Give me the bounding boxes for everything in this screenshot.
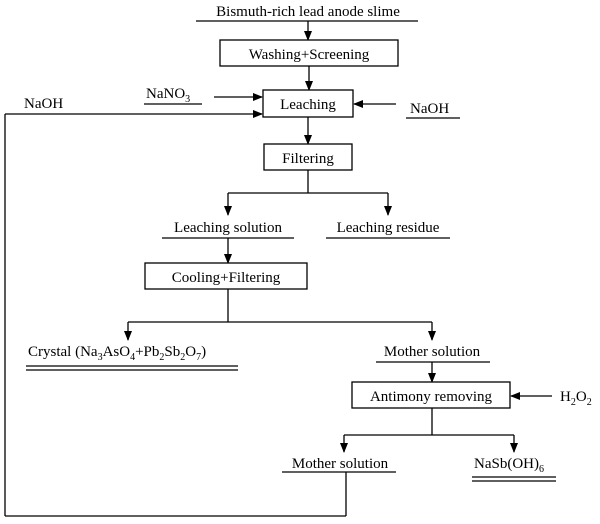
node-product: NaSb(OH)6: [474, 456, 544, 475]
reagent-naoh-right: NaOH: [410, 101, 449, 117]
node-crystal: Crystal (Na3AsO4+Pb2Sb2O7): [28, 344, 206, 363]
box-antimony: [351, 381, 511, 409]
node-leaching-residue: Leaching residue: [337, 220, 440, 236]
box-leaching-text: Leaching: [280, 97, 336, 113]
reagent-nano3: NaNO3: [146, 86, 190, 105]
reagent-naoh-recycle: NaOH: [24, 96, 63, 112]
node-leaching-solution: Leaching solution: [174, 220, 282, 236]
box-cooling: [144, 262, 308, 290]
box-cooling-text: Cooling+Filtering: [172, 270, 281, 286]
node-mother-solution-1: Mother solution: [384, 344, 481, 360]
box-filtering-text: Filtering: [282, 151, 334, 167]
box-antimony-text: Antimony removing: [370, 389, 493, 405]
node-source-text: Bismuth-rich lead anode slime: [216, 4, 400, 20]
reagent-h2o2: H2O2: [560, 389, 592, 408]
box-washing: [219, 39, 399, 67]
node-mother-solution-2: Mother solution: [292, 456, 389, 472]
box-washing-text: Washing+Screening: [249, 47, 370, 63]
